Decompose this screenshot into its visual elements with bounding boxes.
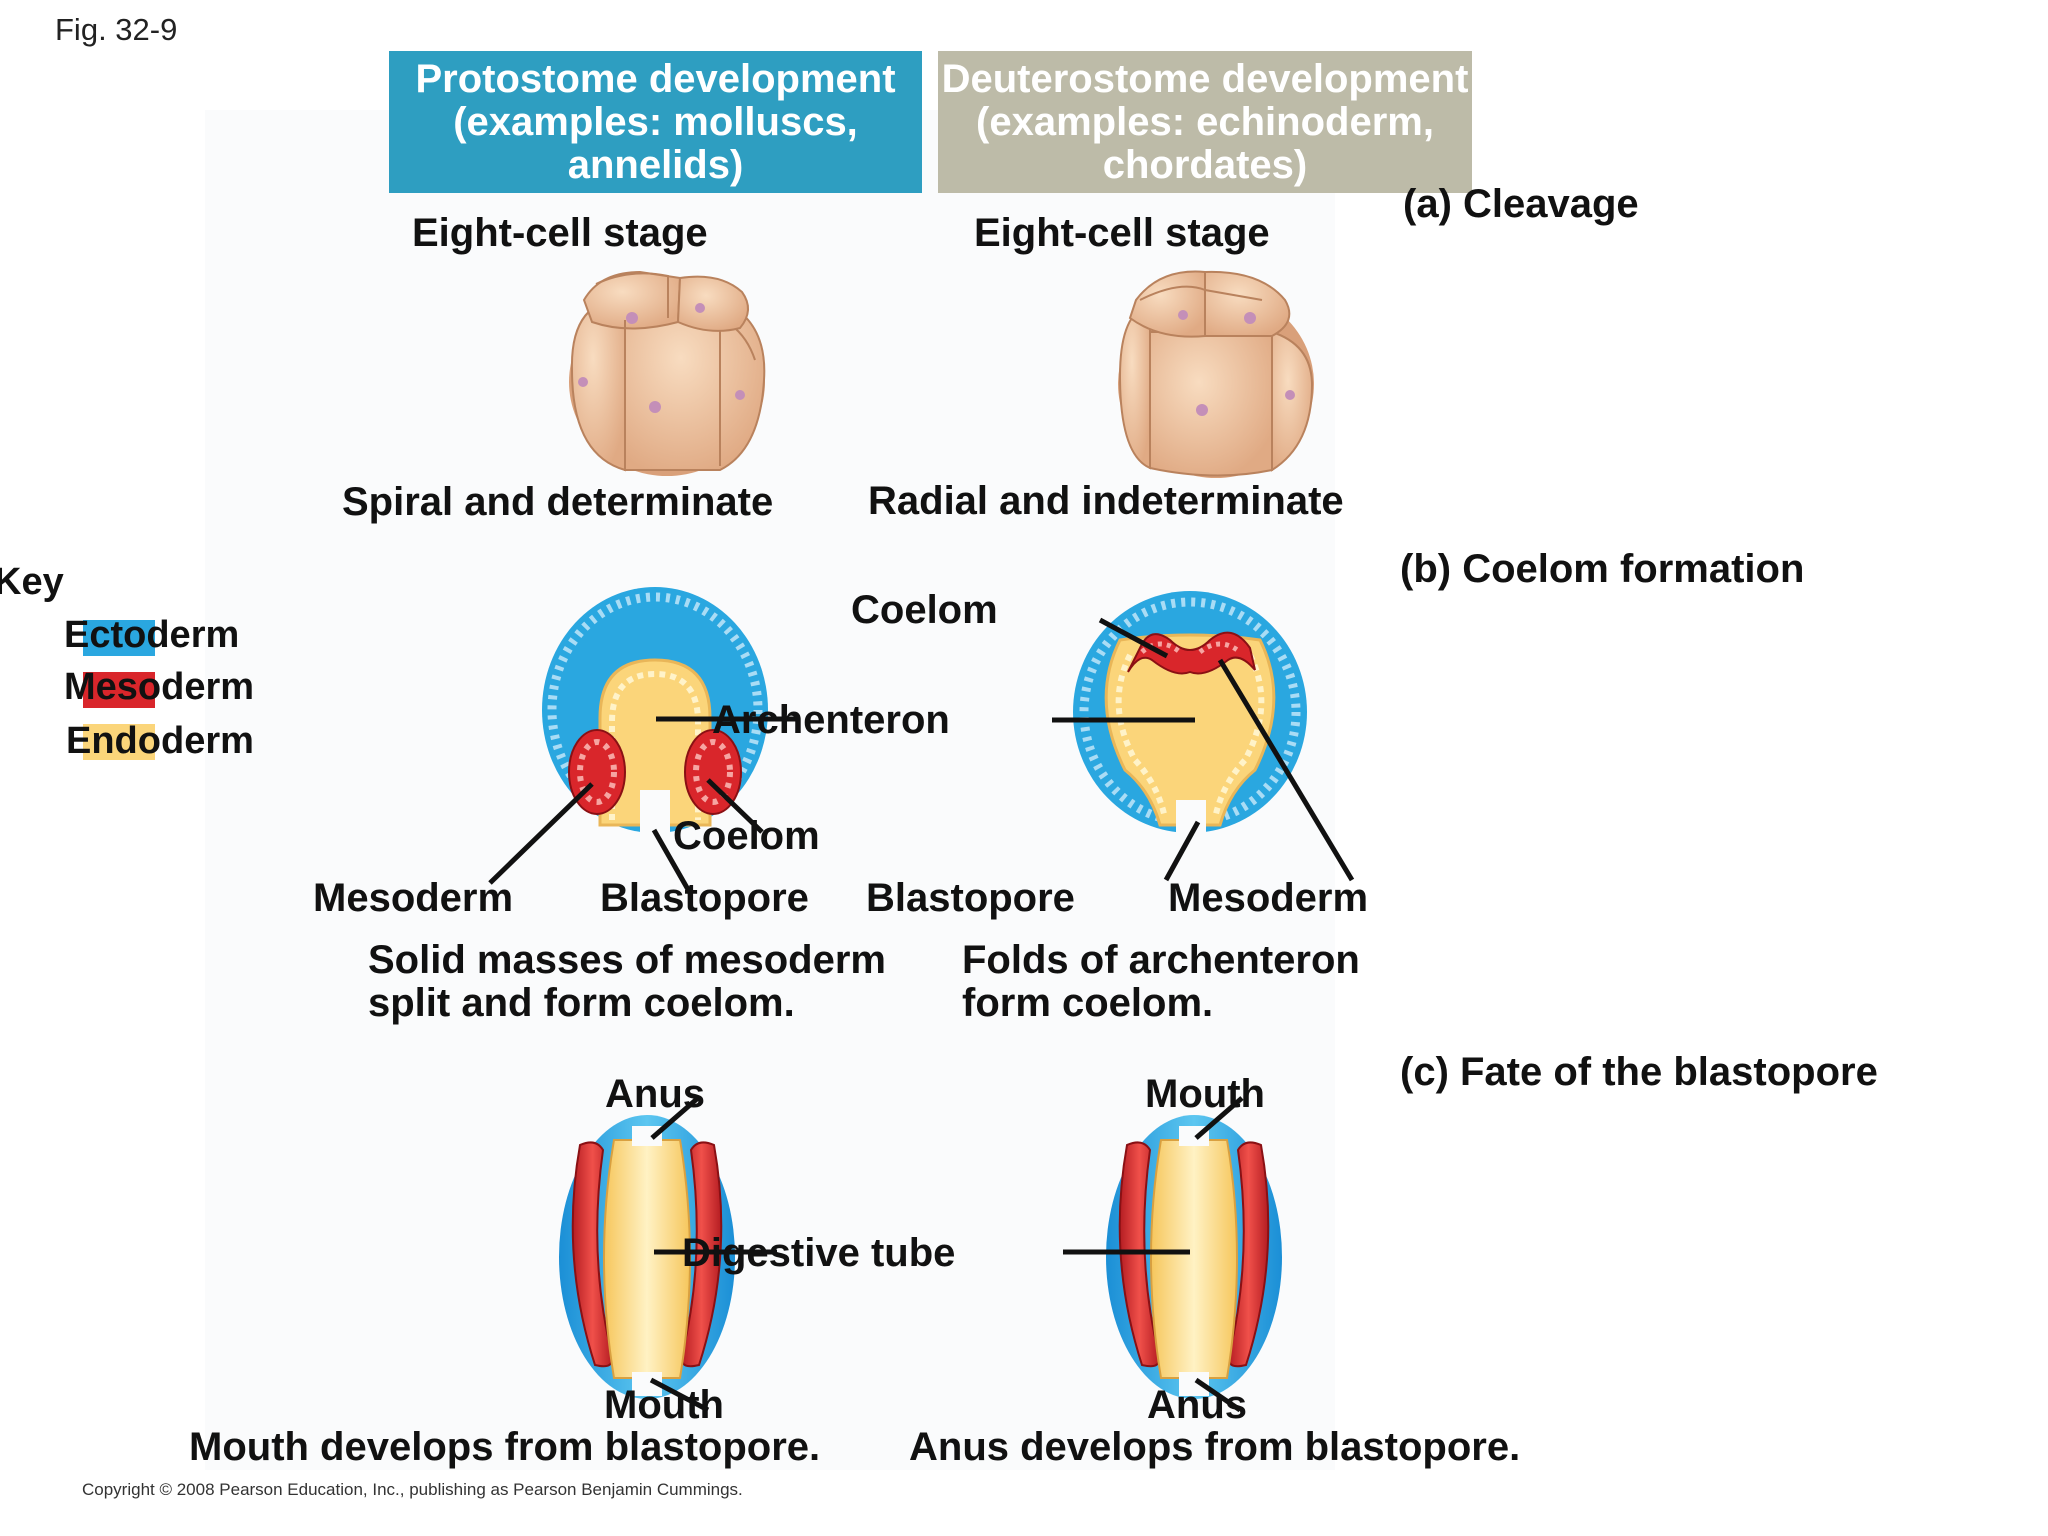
key-title: Key (0, 561, 64, 603)
deuterostome-coelom-caption-line-1: Folds of archenteron (962, 938, 1360, 982)
coelom-label-top: Coelom (851, 588, 998, 632)
section-title-cleavage: (a) Cleavage (1403, 182, 1639, 226)
protostome-header-line: Protostome development (415, 56, 896, 101)
figure-label: Fig. 32-9 (55, 12, 178, 47)
protostome-header-line: annelids) (567, 142, 744, 187)
protostome-anus-label: Anus (605, 1072, 705, 1116)
protostome-mesoderm-label: Mesoderm (313, 876, 514, 920)
radial-indeterminate-caption: Radial and indeterminate (868, 479, 1344, 523)
deuterostome-anus-label: Anus (1147, 1383, 1247, 1427)
copyright-notice: Copyright © 2008 Pearson Education, Inc.… (82, 1480, 743, 1499)
key-endoderm-swatch (83, 724, 155, 760)
protostome-blastopore-caption: Mouth develops from blastopore. (189, 1425, 821, 1469)
section-title-coelom-formation: (b) Coelom formation (1400, 547, 1805, 591)
protostome-blastopore-label: Blastopore (600, 876, 809, 920)
deuterostome-header-line: (examples: echinoderm, (976, 99, 1434, 144)
protostome-stage-label: Eight-cell stage (412, 211, 708, 255)
deuterostome-eight-cell-embryo (1118, 270, 1314, 478)
deuterostome-blastopore-label: Blastopore (866, 876, 1075, 920)
key-mesoderm-label: Mesoderm (64, 666, 255, 708)
digestive-tube-label: Digestive tube (682, 1231, 956, 1275)
key-ectoderm-label: Ectoderm (64, 614, 240, 656)
protostome-coelom-caption-line-2: split and form coelom. (368, 981, 795, 1025)
deuterostome-blastopore-embryo (1106, 1115, 1282, 1399)
deuterostome-mouth-label: Mouth (1145, 1072, 1265, 1116)
protostome-header-line: (examples: molluscs, (453, 99, 858, 144)
section-title-blastopore-fate: (c) Fate of the blastopore (1400, 1050, 1878, 1094)
deuterostome-mesoderm-label: Mesoderm (1168, 876, 1369, 920)
deuterostome-blastopore-caption: Anus develops from blastopore. (909, 1425, 1521, 1469)
protostome-mouth-label: Mouth (604, 1383, 724, 1427)
deuterostome-coelom-embryo (1073, 591, 1307, 840)
deuterostome-header: Deuterostome development (examples: echi… (938, 51, 1472, 193)
key-ectoderm-swatch (83, 620, 155, 656)
coelom-label-inner: Coelom (673, 814, 820, 858)
leader-lines (488, 617, 1355, 1413)
deuterostome-stage-label: Eight-cell stage (974, 211, 1270, 255)
protostome-header: Protostome development (examples: mollus… (389, 51, 922, 193)
protostome-blastopore-embryo (559, 1115, 735, 1399)
spiral-determinate-caption: Spiral and determinate (342, 480, 774, 524)
protostome-coelom-caption-line-1: Solid masses of mesoderm (368, 938, 886, 982)
archenteron-label: Archenteron (712, 698, 950, 742)
key-mesoderm-swatch (83, 672, 155, 708)
protostome-eight-cell-embryo (569, 270, 766, 476)
deuterostome-header-line: chordates) (1102, 142, 1308, 187)
deuterostome-header-line: Deuterostome development (941, 56, 1469, 101)
deuterostome-coelom-caption-line-2: form coelom. (962, 981, 1214, 1025)
key-endoderm-label: Endoderm (66, 720, 254, 762)
